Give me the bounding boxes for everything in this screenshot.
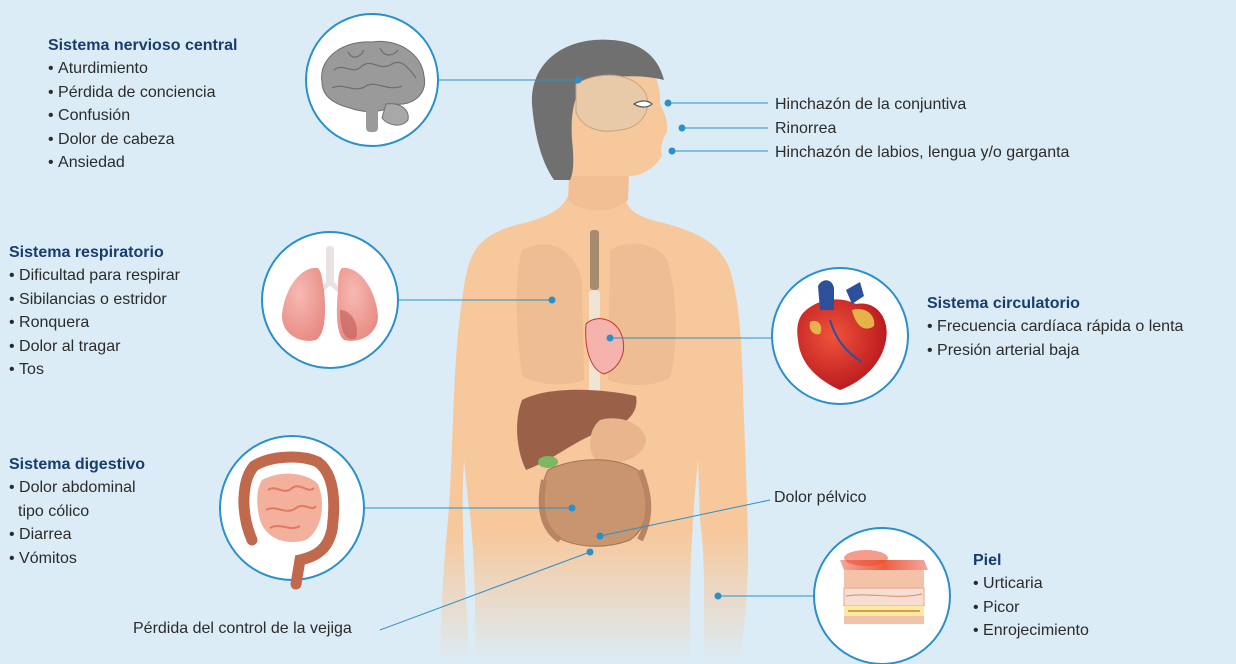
list-item: Vómitos [9,547,145,571]
list-item: Sibilancias o estridor [9,288,180,312]
skin-group: Piel Urticaria Picor Enrojecimiento [973,550,1089,643]
cns-list: Aturdimiento Pérdida de conciencia Confu… [48,57,237,175]
list-item: Urticaria [973,572,1089,596]
callout-pelvic-pain: Dolor pélvico [774,488,866,508]
list-item: Presión arterial baja [927,339,1183,363]
list-item: Picor [973,596,1089,620]
skin-list: Urticaria Picor Enrojecimiento [973,572,1089,643]
human-silhouette [440,40,748,664]
cns-group: Sistema nervioso central Aturdimiento Pé… [48,35,237,175]
circulatory-group: Sistema circulatorio Frecuencia cardíaca… [927,293,1183,362]
heart-icon [772,268,908,404]
skin-layers-icon [814,528,950,664]
trachea [590,230,599,290]
list-item: Pérdida de conciencia [48,81,237,105]
callout-lips: Hinchazón de labios, lengua y/o garganta [775,143,1069,163]
gallbladder [538,456,558,468]
skin-title: Piel [973,550,1089,572]
lungs-icon [262,232,398,368]
digestive-title: Sistema digestivo [9,454,145,476]
callout-conjunctiva: Hinchazón de la conjuntiva [775,95,966,115]
circulatory-title: Sistema circulatorio [927,293,1183,315]
eye [634,101,652,107]
respiratory-group: Sistema respiratorio Dificultad para res… [9,242,180,382]
respiratory-title: Sistema respiratorio [9,242,180,264]
list-item: Ansiedad [48,151,237,175]
list-item: Diarrea [9,523,145,547]
list-item: Aturdimiento [48,57,237,81]
intestines-small [542,460,647,547]
intestines-icon [220,436,364,584]
brain-icon [306,14,438,146]
list-item-continuation: tipo cólico [9,500,145,524]
respiratory-list: Dificultad para respirar Sibilancias o e… [9,264,180,382]
callout-bladder: Pérdida del control de la vejiga [133,619,352,639]
list-item: Confusión [48,104,237,128]
list-item: Dolor al tragar [9,335,180,359]
list-item: Tos [9,358,180,382]
list-item: Dificultad para respirar [9,264,180,288]
circulatory-list: Frecuencia cardíaca rápida o lenta Presi… [927,315,1183,362]
cns-title: Sistema nervioso central [48,35,237,57]
list-item: Frecuencia cardíaca rápida o lenta [927,315,1183,339]
list-item: Ronquera [9,311,180,335]
list-item: Dolor de cabeza [48,128,237,152]
list-item: Enrojecimiento [973,619,1089,643]
callout-rhinorrhea: Rinorrea [775,119,836,139]
